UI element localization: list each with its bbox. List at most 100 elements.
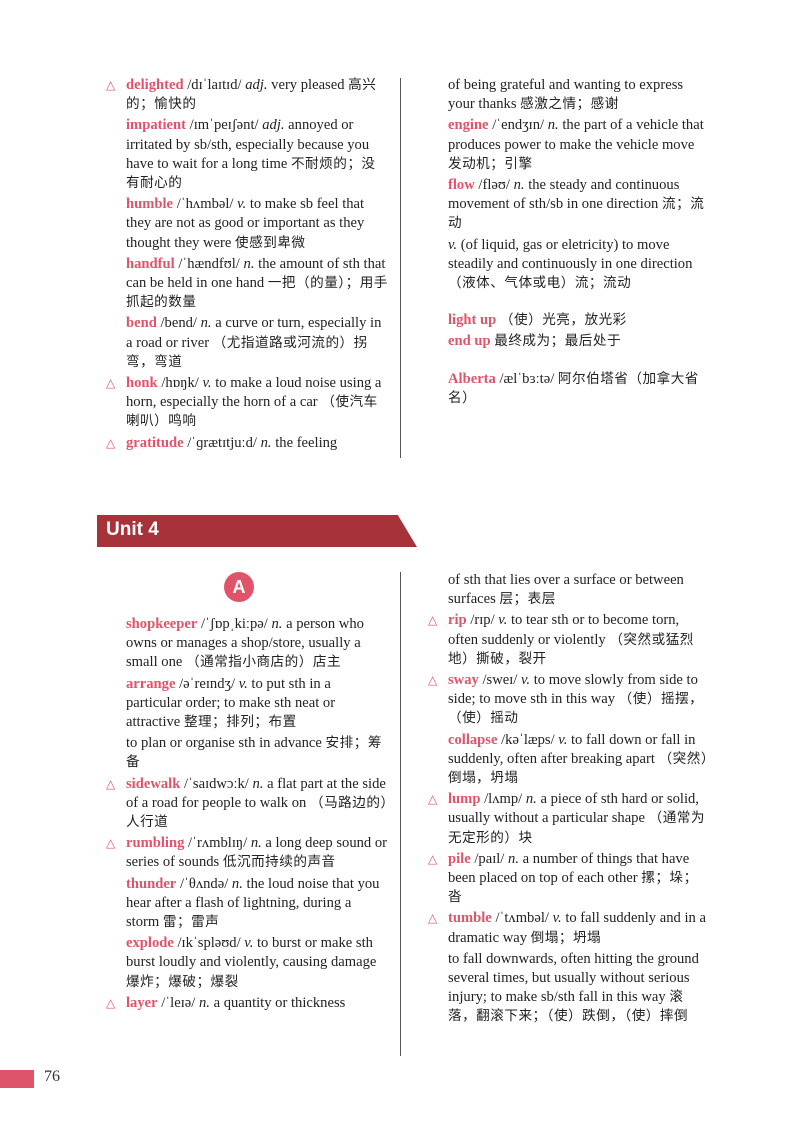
part-of-speech: n. bbox=[243, 255, 255, 272]
phonetic: /ælˈbɜːtə/ bbox=[499, 370, 555, 387]
triangle-marker-icon: △ bbox=[106, 78, 116, 92]
glossary-entry: of being grateful and wanting to express… bbox=[448, 76, 710, 114]
part-of-speech: n. bbox=[271, 616, 283, 632]
glossary-entry: △rip /rɪp/ v. to tear sth or to become t… bbox=[428, 611, 710, 669]
definition: of being grateful and wanting to express… bbox=[448, 77, 684, 113]
definition: the steady and continuous movement of st… bbox=[448, 177, 680, 213]
phonetic: /ˈendʒɪn/ bbox=[492, 117, 545, 134]
definition: to make a loud noise using a horn, espec… bbox=[126, 375, 382, 411]
definition: a quantity or thickness bbox=[213, 994, 346, 1011]
glossary-entry: △delighted /dɪˈlaɪtɪd/ adj. very pleased… bbox=[106, 76, 388, 114]
part-of-speech: n. bbox=[198, 994, 210, 1011]
part-of-speech: n. bbox=[200, 315, 212, 332]
headword: engine bbox=[448, 117, 489, 134]
phonetic: /ˈhʌmbəl/ bbox=[176, 196, 234, 213]
triangle-marker-icon: △ bbox=[428, 613, 438, 628]
definition: to fall down or fall in suddenly, often … bbox=[448, 731, 696, 767]
glossary-entry: △honk /hɒŋk/ v. to make a loud noise usi… bbox=[106, 374, 388, 432]
chinese-translation: 整理；排列；布置 bbox=[183, 714, 297, 731]
part-of-speech: adj. bbox=[262, 117, 285, 134]
phonetic: /hɒŋk/ bbox=[161, 375, 199, 392]
triangle-marker-icon: △ bbox=[106, 435, 116, 450]
headword: light up bbox=[448, 312, 497, 329]
headword: impatient bbox=[126, 117, 186, 134]
top-right-column: of being grateful and wanting to express… bbox=[448, 76, 710, 410]
definition: a flat part at the side of a road for pe… bbox=[126, 775, 386, 811]
phonetic: /dɪˈlaɪtɪd/ bbox=[187, 77, 242, 93]
chinese-translation: 发动机；引擎 bbox=[448, 155, 533, 172]
phonetic: /bend/ bbox=[160, 315, 197, 332]
glossary-entry: △layer /ˈleɪə/ n. a quantity or thicknes… bbox=[106, 994, 388, 1013]
headword: rumbling bbox=[126, 835, 185, 852]
chinese-translation: （使）光亮，放光彩 bbox=[499, 312, 627, 329]
glossary-entry: bend /bend/ n. a curve or turn, especial… bbox=[126, 314, 388, 372]
chinese-translation: （突然）倒塌，坍塌 bbox=[448, 750, 709, 787]
definition: a person who owns or manages a shop/stor… bbox=[126, 616, 364, 671]
phonetic: /rɪp/ bbox=[470, 612, 495, 629]
triangle-marker-icon: △ bbox=[428, 911, 438, 926]
headword: honk bbox=[126, 375, 158, 392]
phonetic: /ɪmˈpeɪʃənt/ bbox=[189, 117, 259, 134]
headword: end up bbox=[448, 333, 491, 350]
unit-title: Unit 4 bbox=[106, 519, 159, 540]
headword: rip bbox=[448, 612, 467, 629]
phonetic: /ˈɡrætɪtjuːd/ bbox=[187, 434, 257, 451]
definition: to fall suddenly and in a dramatic way bbox=[448, 910, 706, 946]
triangle-marker-icon: △ bbox=[106, 776, 116, 791]
phonetic: /ˈθʌndə/ bbox=[179, 875, 229, 892]
headword: layer bbox=[126, 994, 158, 1011]
glossary-entry: end up 最终成为；最后处于 bbox=[448, 332, 710, 351]
triangle-marker-icon: △ bbox=[428, 851, 438, 866]
chinese-translation: （使汽车喇叭）鸣响 bbox=[126, 394, 378, 430]
glossary-entry: engine /ˈendʒɪn/ n. the part of a vehicl… bbox=[448, 116, 710, 174]
phonetic: /fləʊ/ bbox=[478, 177, 510, 194]
chinese-translation: （使）摇摆，（使）摇动 bbox=[448, 691, 704, 727]
chinese-translation: （尤指道路或河流的）拐弯，弯道 bbox=[126, 334, 368, 370]
chinese-translation: 不耐烦的；没有耐心的 bbox=[126, 155, 376, 192]
glossary-entry: shopkeeper /ˈʃɒpˌkiːpə/ n. a person who … bbox=[126, 615, 388, 673]
chinese-translation: 摞；垛；沓 bbox=[448, 870, 698, 906]
definition: to move slowly from side to side; to mov… bbox=[448, 672, 698, 708]
glossary-entry: handful /ˈhændfʊl/ n. the amount of sth … bbox=[126, 255, 388, 313]
glossary-entry: arrange /əˈreɪndʒ/ v. to put sth in a pa… bbox=[126, 675, 388, 733]
glossary-entry: △rumbling /ˈrʌmblɪŋ/ n. a long deep soun… bbox=[106, 834, 388, 872]
part-of-speech: n. bbox=[525, 791, 537, 808]
headword: handful bbox=[126, 255, 175, 272]
chinese-translation: （通常指小商店的）店主 bbox=[186, 654, 342, 671]
definition: a curve or turn, especially in a road or… bbox=[126, 315, 382, 351]
chinese-translation: 安排；筹备 bbox=[126, 735, 382, 771]
part-of-speech: v. bbox=[521, 672, 531, 689]
glossary-entry: of sth that lies over a surface or betwe… bbox=[448, 571, 710, 609]
definition: the feeling bbox=[275, 434, 338, 451]
glossary-entry: △lump /lʌmp/ n. a piece of sth hard or s… bbox=[428, 790, 710, 848]
glossary-entry: △tumble /ˈtʌmbəl/ v. to fall suddenly an… bbox=[428, 909, 710, 947]
part-of-speech: n. bbox=[252, 775, 264, 792]
headword: humble bbox=[126, 196, 174, 213]
chinese-translation: 最终成为；最后处于 bbox=[494, 333, 622, 350]
headword: tumble bbox=[448, 910, 492, 927]
glossary-entry: collapse /kəˈlæps/ v. to fall down or fa… bbox=[448, 731, 710, 789]
definition: to fall downwards, often hitting the gro… bbox=[448, 950, 699, 1006]
glossary-entry: △sway /sweɪ/ v. to move slowly from side… bbox=[428, 671, 710, 729]
part-of-speech: v. bbox=[558, 731, 568, 748]
chinese-translation: （马路边的）人行道 bbox=[126, 794, 388, 831]
phonetic: /ˈtʌmbəl/ bbox=[495, 910, 549, 927]
headword: thunder bbox=[126, 875, 177, 892]
spacer bbox=[448, 354, 710, 370]
definition: a number of things that have been placed… bbox=[448, 850, 690, 887]
bottom-left-column: shopkeeper /ˈʃɒpˌkiːpə/ n. a person who … bbox=[106, 615, 388, 1015]
phonetic: /ˈʃɒpˌkiːpə/ bbox=[201, 616, 268, 632]
unit-banner: Unit 4 bbox=[97, 515, 417, 547]
glossary-entry: humble /ˈhʌmbəl/ v. to make sb feel that… bbox=[126, 195, 388, 253]
triangle-marker-icon: △ bbox=[106, 376, 116, 391]
phonetic: /ˈrʌmblɪŋ/ bbox=[188, 835, 248, 852]
triangle-marker-icon: △ bbox=[428, 673, 438, 688]
definition: very pleased bbox=[271, 77, 345, 93]
glossary-entry: △sidewalk /ˈsaɪdwɔːk/ n. a flat part at … bbox=[106, 775, 388, 833]
definition: to make sb feel that they are not as goo… bbox=[126, 196, 365, 251]
definition: a long deep sound or series of sounds bbox=[126, 835, 388, 871]
glossary-entry: to fall downwards, often hitting the gro… bbox=[448, 950, 710, 1027]
phonetic: /lʌmp/ bbox=[484, 791, 523, 808]
headword: Alberta bbox=[448, 370, 496, 387]
chinese-translation: （液体、气体或电）流；流动 bbox=[448, 275, 632, 292]
